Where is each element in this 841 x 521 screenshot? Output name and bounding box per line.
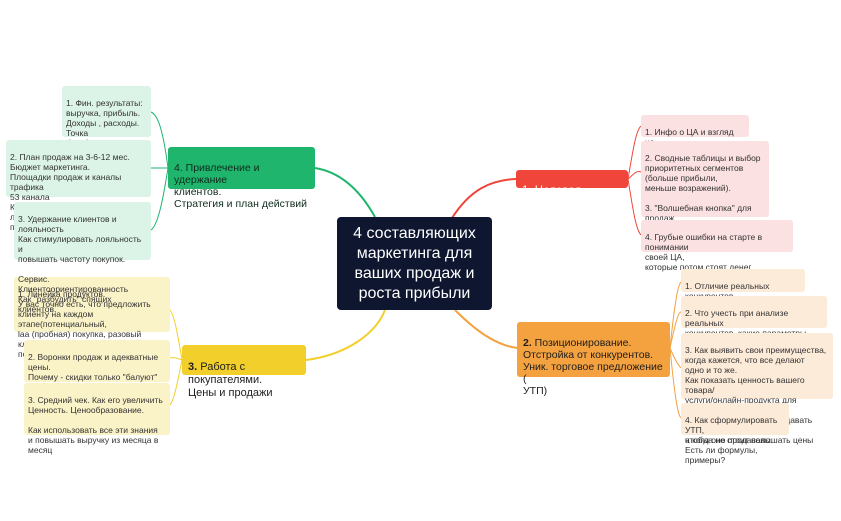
leaf-acquisition-2[interactable]: 2. План продаж на 3-6-12 мес. Бюджет мар… [6,140,151,232]
leaf-audience-3[interactable]: 4. Грубые ошибки на старте в понимании с… [641,220,793,272]
leaf-acquisition-1[interactable]: 1. Фин. результаты: выручка, прибыль. До… [62,86,151,158]
branch-target-audience[interactable]: 1. Целевая аудитория [516,170,628,209]
leaf-audience-1[interactable]: 1. Инфо о ЦА и взгляд на ваш товар/услуг… [641,115,749,167]
leaf-work-3-text: 3. Средний чек. Как его увеличить Ценнос… [28,395,163,455]
leaf-audience-2[interactable]: 2. Сводные таблицы и выбор приоритетных … [641,141,769,243]
branch-customer-work-label: Работа с покупателями. Цены и продажи [188,361,273,399]
leaf-positioning-2[interactable]: 2. Что учесть при анализе реальных конку… [681,296,827,358]
leaf-audience-3-text: 4. Грубые ошибки на старте в понимании с… [645,232,763,272]
branch-positioning-number: 2. [523,337,532,349]
leaf-positioning-1[interactable]: 1. Отличие реальных конкурентов от потен… [681,269,805,311]
branch-customer-work-number: 3. [188,361,198,373]
leaf-acquisition-3[interactable]: 3. Удержание клиентов и лояльность Как с… [14,202,151,314]
branch-target-audience-label: 1. Целевая аудитория [522,185,582,209]
leaf-acquisition-3-text: 3. Удержание клиентов и лояльность Как с… [18,214,142,314]
leaf-work-2[interactable]: 2. Воронки продаж и адекватные цены. Поч… [24,340,170,412]
branch-acquisition-label: 4. Привлечение и удержание клиентов. Стр… [174,162,308,210]
central-topic[interactable]: 4 составляющих маркетинга для ваших прод… [337,217,492,310]
branch-customer-work[interactable]: 3. Работа с покупателями. Цены и продажи [182,345,306,399]
leaf-positioning-4-text: 4. Как сформулировать УТП, чтобы оно про… [685,415,778,465]
leaf-positioning-4[interactable]: 4. Как сформулировать УТП, чтобы оно про… [681,403,789,465]
central-topic-label: 4 составляющих маркетинга для ваших прод… [353,224,476,302]
branch-positioning-label: Позиционирование. Отстройка от конкурент… [523,337,663,397]
branch-acquisition[interactable]: 4. Привлечение и удержание клиентов. Стр… [168,147,315,210]
leaf-positioning-3[interactable]: 3. Как выявить свои преимущества, когда … [681,333,833,445]
leaf-work-3[interactable]: 3. Средний чек. Как его увеличить Ценнос… [24,383,170,455]
branch-positioning[interactable]: 2. Позиционирование. Отстройка от конкур… [517,322,670,397]
